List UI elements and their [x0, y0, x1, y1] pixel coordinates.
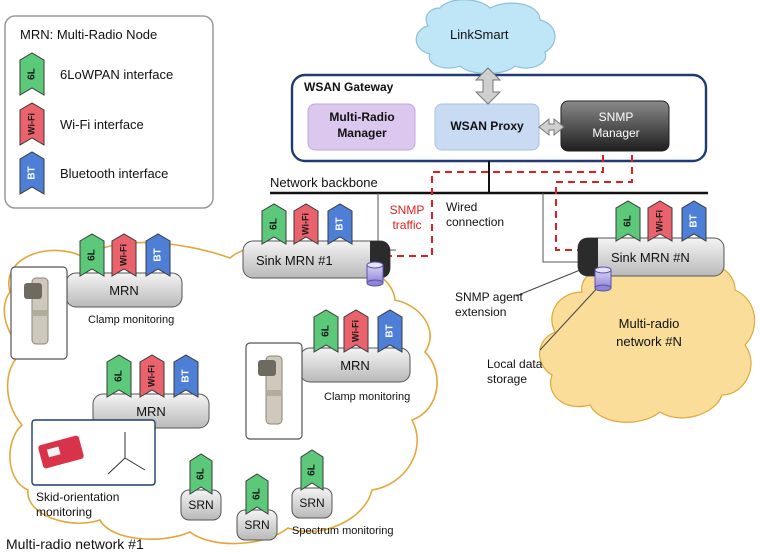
mrn-top-tag-6l: 6L [79, 233, 105, 277]
wsan-proxy-label: WSAN Proxy [450, 119, 524, 133]
sink1-tag-6l: 6L [261, 203, 287, 245]
clamp-photo-right [245, 342, 303, 440]
sink1-tag-bt-text: BT [335, 217, 346, 230]
clamp-monitoring-label-right: Clamp monitoring [324, 391, 411, 403]
clamp-photo-left [10, 266, 68, 360]
mrn-top-tag-bt: BT [145, 233, 171, 277]
mrn-right-tag-6l-text: 6L [321, 325, 332, 337]
sinkn-tag-6l: 6L [615, 200, 641, 242]
srn-right-tag-6l-text: 6L [307, 464, 318, 476]
sinkn-tag-bt-text: BT [689, 214, 700, 227]
legend-tag-bt: BT [19, 151, 45, 195]
legend-tag-wifi-text: Wi-Fi [26, 113, 36, 135]
legend-tag-6l: 6L [19, 52, 45, 96]
storage-cylinder-n [594, 266, 612, 292]
network-1-label: Multi-radio network #1 [6, 536, 144, 552]
sink-mrn-1-label: Sink MRN #1 [256, 253, 333, 268]
spectrum-monitoring-label: Spectrum monitoring [292, 525, 394, 537]
sink1-tag-wifi: Wi-Fi [293, 203, 319, 245]
mrn-top-tag-wifi: Wi-Fi [111, 233, 137, 277]
linksmart-cloud [415, 0, 556, 75]
mrn-right-tag-bt: BT [377, 309, 403, 353]
wired-link-sinkn [542, 193, 582, 263]
sink1-tag-6l-text: 6L [269, 218, 280, 230]
local-storage-pointer [539, 284, 601, 351]
legend-label-6lowpan: 6LoWPAN interface [60, 67, 174, 82]
sinkn-tag-wifi: Wi-Fi [647, 200, 673, 242]
linksmart-label: LinkSmart [450, 27, 509, 42]
linksmart-proxy-arrow [474, 67, 502, 105]
srn-node-left [180, 489, 222, 521]
sinkn-tag-6l-text: 6L [623, 215, 634, 227]
srn-node-right [291, 487, 333, 519]
sink1-tag-wifi-text: Wi-Fi [300, 213, 310, 235]
snmp-agent-extension-label: SNMP agent extension [455, 290, 523, 319]
mrn-right-tag-wifi-text: Wi-Fi [350, 320, 360, 342]
legend-tag-wifi: Wi-Fi [19, 102, 45, 146]
mrn-center-tag-wifi: Wi-Fi [139, 354, 165, 398]
legend-tag-6l-text: 6L [27, 68, 38, 80]
multi-radio-manager-box [307, 103, 416, 151]
mrn-right-tag-wifi: Wi-Fi [343, 309, 369, 353]
mrn-center-tag-bt-text: BT [181, 369, 192, 382]
mrn-center-tag-bt: BT [173, 354, 199, 398]
snmp-traffic-path-n [555, 155, 633, 251]
mrn-top-tag-bt-text: BT [153, 248, 164, 261]
srn-center-tag-6l-text: 6L [252, 488, 263, 500]
agent-extension-pointer [515, 267, 586, 297]
srn-left-label: SRN [188, 498, 214, 512]
wired-connection-label: Wired connection [446, 200, 505, 229]
legend-box [4, 15, 214, 209]
srn-center-tag-6l: 6L [245, 473, 269, 515]
mrn-center-tag-wifi-text: Wi-Fi [146, 365, 156, 387]
sinkn-tag-bt: BT [681, 200, 707, 242]
mrn-top-tag-wifi-text: Wi-Fi [118, 244, 128, 266]
srn-center-label: SRN [244, 518, 270, 532]
network-n-label: Multi-radio network #N [616, 316, 682, 349]
network-1-cloud [3, 241, 438, 545]
sink1-tag-bt: BT [327, 203, 353, 245]
proxy-snmp-arrow [538, 117, 565, 137]
mrn-top-label: MRN [109, 283, 139, 298]
sinkn-tag-wifi-text: Wi-Fi [654, 210, 664, 232]
legend-title: MRN: Multi-Radio Node [20, 27, 158, 42]
snmp-traffic-label: SNMP traffic [389, 203, 425, 232]
srn-right-label: SRN [299, 496, 325, 510]
srn-left-tag-6l: 6L [189, 453, 213, 495]
mrn-center-label: MRN [136, 404, 166, 419]
mrn-center-tag-6l-text: 6L [114, 370, 125, 382]
srn-right-tag-6l: 6L [300, 449, 324, 491]
skid-orientation-label: Skid-orientation monitoring [36, 490, 120, 519]
local-data-storage-label: Local data storage [487, 357, 543, 386]
mrn-right-tag-bt-text: BT [385, 324, 396, 337]
gateway-title: WSAN Gateway [304, 80, 394, 94]
legend-label-wifi: Wi-Fi interface [60, 117, 144, 132]
mrn-top-tag-6l-text: 6L [87, 249, 98, 261]
sink-mrn-n-label: Sink MRN #N [611, 250, 690, 265]
legend-label-bluetooth: Bluetooth interface [60, 166, 169, 181]
srn-node-center [236, 509, 278, 541]
mrn-right-label: MRN [340, 358, 370, 373]
clamp-monitoring-label-left: Clamp monitoring [88, 314, 175, 326]
skid-orientation-photo [31, 419, 156, 486]
srn-left-tag-6l-text: 6L [196, 468, 207, 480]
network-backbone-label: Network backbone [270, 175, 378, 190]
legend-tag-bt-text: BT [27, 166, 38, 179]
mrn-right-tag-6l: 6L [313, 309, 339, 353]
snmp-manager-label: SNMP Manager [592, 110, 640, 140]
multi-radio-manager-label: Multi-Radio Manager [329, 110, 395, 140]
mrn-center-tag-6l: 6L [106, 354, 132, 398]
storage-cylinder-1 [366, 261, 384, 287]
